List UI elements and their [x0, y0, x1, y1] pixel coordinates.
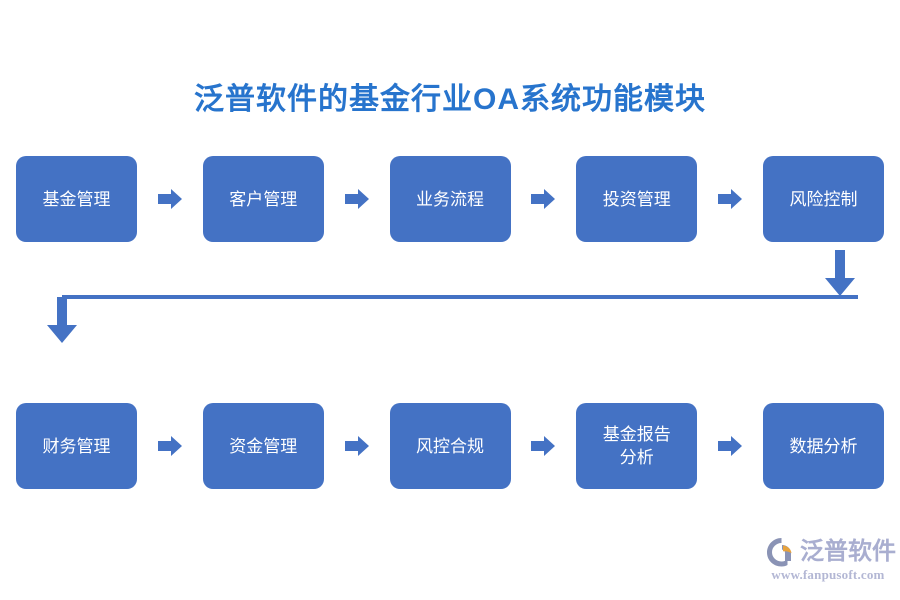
flow-row-2: 财务管理 资金管理 风控合规 基金报告 分析 数据分析 [16, 403, 884, 489]
fanpu-logo-mark-icon [766, 537, 797, 567]
row-connector [0, 240, 900, 370]
flow-node-touziguanli[interactable]: 投资管理 [576, 156, 698, 242]
flow-node-jijinguanli[interactable]: 基金管理 [16, 156, 137, 242]
arrow-right-icon [344, 186, 370, 212]
logo-text: 泛普软件 [800, 538, 896, 565]
fanpu-logo: 泛普软件 www.fanpusoft.com [766, 536, 896, 586]
flow-node-fengkongheigui[interactable]: 风控合规 [389, 403, 511, 489]
arrow-right-icon [344, 433, 370, 459]
logo-url: www.fanpusoft.com [771, 567, 885, 582]
flow-row-1: 基金管理 客户管理 业务流程 投资管理 风险控制 [16, 156, 884, 242]
flow-node-shujufenxi[interactable]: 数据分析 [763, 403, 884, 489]
arrow-right-icon [530, 186, 556, 212]
flow-node-zijinguanli[interactable]: 资金管理 [202, 403, 324, 489]
connector-line [62, 295, 858, 299]
arrow-right-icon [530, 433, 556, 459]
flow-node-jijinbaogaofenxi[interactable]: 基金报告 分析 [576, 403, 698, 489]
flow-node-kehuguanli[interactable]: 客户管理 [202, 156, 324, 242]
page-title: 泛普软件的基金行业OA系统功能模块 [194, 83, 706, 116]
logo-row: 泛普软件 [766, 536, 896, 568]
arrow-right-icon [157, 186, 183, 212]
flow-node-yewuliucheng[interactable]: 业务流程 [389, 156, 511, 242]
flow-node-caiwuguanli[interactable]: 财务管理 [16, 403, 137, 489]
arrow-down-icon [46, 297, 78, 345]
flow-node-fengxiankongzhi[interactable]: 风险控制 [763, 156, 884, 242]
arrow-down-icon [824, 250, 856, 298]
arrow-right-icon [717, 433, 743, 459]
arrow-right-icon [157, 433, 183, 459]
arrow-right-icon [717, 186, 743, 212]
